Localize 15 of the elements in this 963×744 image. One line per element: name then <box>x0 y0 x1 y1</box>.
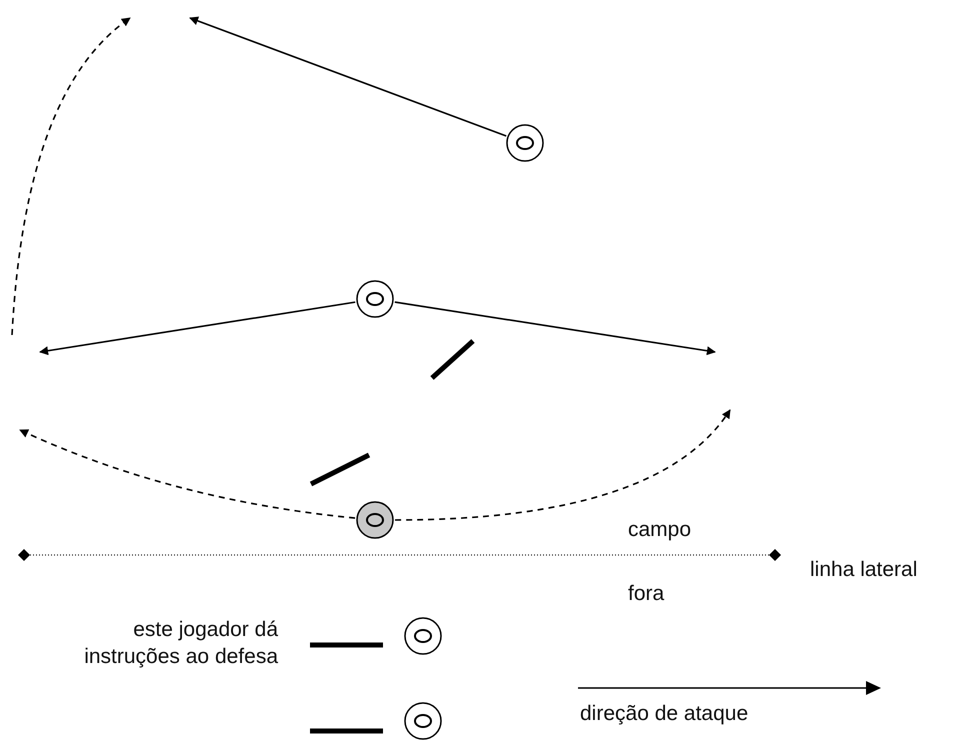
arrow <box>19 429 356 519</box>
area-label: fora <box>628 581 664 607</box>
defender-bar <box>310 452 370 486</box>
defender-bar <box>430 339 475 380</box>
player-circle <box>506 124 544 162</box>
axis-caption: direção de ataque <box>580 701 748 727</box>
legend-text: este jogador dá instruções ao defesa <box>83 617 278 670</box>
area-label: campo <box>628 517 692 543</box>
player-circle <box>356 280 394 318</box>
arrow <box>394 301 716 356</box>
arrow <box>189 16 507 137</box>
arrow <box>394 409 731 521</box>
player-circle <box>356 501 394 539</box>
arrow <box>39 301 356 356</box>
area-label: linha lateral <box>810 557 918 583</box>
